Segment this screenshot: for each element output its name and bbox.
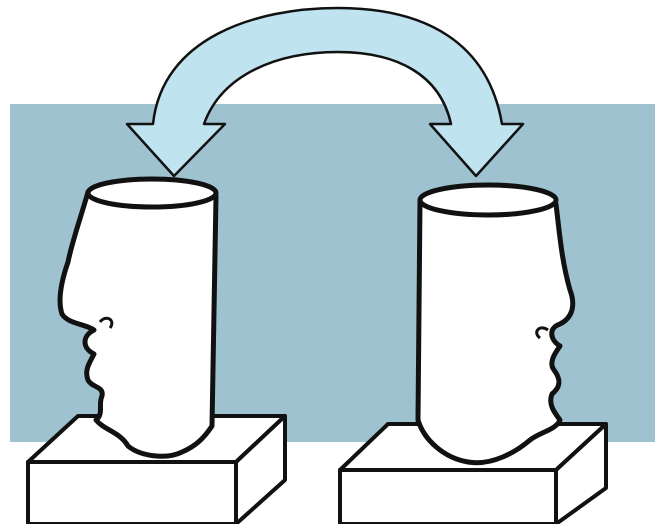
right-head: [418, 200, 573, 463]
right-head-top-opening: [420, 185, 556, 215]
left-head-top-opening: [88, 179, 216, 207]
